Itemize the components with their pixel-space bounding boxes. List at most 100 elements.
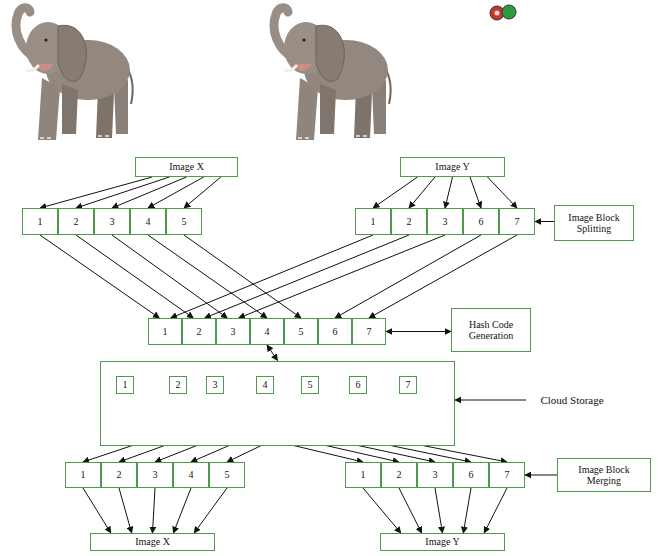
box-text: 6 bbox=[479, 216, 484, 228]
block-cell: 3 bbox=[417, 462, 453, 488]
flow-arrow bbox=[119, 446, 165, 463]
box-text: 5 bbox=[299, 326, 304, 338]
stored-block: 6 bbox=[349, 376, 367, 394]
box-text: 5 bbox=[308, 379, 313, 391]
box-text: 3 bbox=[110, 216, 115, 228]
box-text: Image X bbox=[169, 161, 204, 173]
block-cell: 3 bbox=[216, 318, 250, 345]
flow-arrow bbox=[535, 221, 554, 222]
box-text: 4 bbox=[189, 469, 194, 481]
elephant-photo bbox=[274, 8, 391, 140]
flow-arrow bbox=[76, 235, 193, 318]
box-text: 2 bbox=[117, 469, 122, 481]
block-cell: 2 bbox=[391, 208, 427, 235]
flow-arrow bbox=[173, 488, 191, 533]
box-text: Image Block Merging bbox=[560, 464, 648, 487]
block-cell: 4 bbox=[173, 462, 209, 488]
block-cell: 6 bbox=[463, 208, 499, 235]
box-text: 4 bbox=[146, 216, 151, 228]
cloud-storage-box: 1 2 3 4 5 6 7 bbox=[100, 361, 455, 446]
block-cell: 1 bbox=[65, 462, 101, 488]
box-text: 3 bbox=[433, 469, 438, 481]
flow-arrow bbox=[267, 345, 278, 361]
flow-arrow bbox=[409, 177, 435, 208]
flow-arrow bbox=[484, 488, 507, 533]
box-text: 7 bbox=[406, 379, 411, 391]
image-box: Image Y bbox=[380, 533, 505, 551]
flow-arrow bbox=[184, 177, 221, 208]
box-text: 7 bbox=[367, 326, 372, 338]
box-text: 1 bbox=[81, 469, 86, 481]
block-cell: 3 bbox=[137, 462, 173, 488]
flow-arrow bbox=[373, 177, 418, 208]
block-cell: 5 bbox=[209, 462, 245, 488]
box-text: 3 bbox=[213, 379, 218, 391]
flow-arrow bbox=[445, 177, 453, 208]
stored-block: 1 bbox=[116, 376, 134, 394]
flow-arrow bbox=[488, 177, 518, 208]
flow-arrow bbox=[148, 177, 204, 208]
block-cell: 7 bbox=[489, 462, 525, 488]
step-label-box: Image Block Splitting bbox=[554, 205, 634, 241]
block-cell: 1 bbox=[22, 208, 58, 235]
block-cell: 1 bbox=[355, 208, 391, 235]
step-label-box: Hash Code Generation bbox=[451, 308, 531, 352]
flow-arrow bbox=[525, 475, 557, 476]
flow-arrow bbox=[294, 446, 363, 463]
box-text: 3 bbox=[231, 326, 236, 338]
box-text: 5 bbox=[182, 216, 187, 228]
block-cell: 2 bbox=[101, 462, 137, 488]
flow-arrow bbox=[463, 488, 471, 533]
flow-arrow bbox=[155, 446, 197, 463]
stored-block: 2 bbox=[169, 376, 187, 394]
image-box: Image X bbox=[135, 157, 238, 177]
box-text: Image Block Splitting bbox=[557, 212, 631, 235]
flow-arrow bbox=[326, 446, 399, 463]
box-text: 5 bbox=[225, 469, 230, 481]
block-cell: 7 bbox=[499, 208, 535, 235]
flow-arrow bbox=[369, 235, 517, 318]
box-text: 1 bbox=[123, 379, 128, 391]
block-cell: 3 bbox=[94, 208, 130, 235]
flow-arrow bbox=[227, 446, 261, 463]
block-cell: 6 bbox=[453, 462, 489, 488]
box-text: 2 bbox=[176, 379, 181, 391]
stored-block: 3 bbox=[206, 376, 224, 394]
image-box: Image X bbox=[90, 533, 215, 551]
elephant-photo bbox=[16, 8, 133, 140]
flow-arrow bbox=[112, 235, 227, 318]
flow-arrow bbox=[239, 235, 445, 318]
box-text: 1 bbox=[361, 469, 366, 481]
flow-arrow bbox=[470, 177, 481, 208]
flow-arrow bbox=[399, 488, 422, 533]
watermark-logo bbox=[490, 5, 516, 20]
box-text: 4 bbox=[263, 379, 268, 391]
block-cell: 2 bbox=[381, 462, 417, 488]
flow-arrow bbox=[148, 235, 267, 318]
box-text: Image Y bbox=[425, 536, 459, 548]
flow-arrow bbox=[390, 446, 471, 463]
box-text: 6 bbox=[333, 326, 338, 338]
flow-arrow bbox=[119, 488, 132, 533]
box-text: 7 bbox=[515, 216, 520, 228]
block-cell: 5 bbox=[166, 208, 202, 235]
box-text: 2 bbox=[197, 326, 202, 338]
box-text: Image Y bbox=[435, 161, 469, 173]
flow-arrow bbox=[153, 488, 156, 533]
stored-block: 5 bbox=[301, 376, 319, 394]
box-text: Cloud Storage bbox=[540, 394, 603, 407]
box-text: 2 bbox=[397, 469, 402, 481]
block-cell: 7 bbox=[352, 318, 386, 345]
flow-arrow bbox=[191, 446, 229, 463]
flow-arrow bbox=[435, 488, 443, 533]
block-cell: 2 bbox=[58, 208, 94, 235]
flow-arrow bbox=[40, 235, 159, 318]
flow-arrow bbox=[455, 400, 526, 401]
box-text: 2 bbox=[74, 216, 79, 228]
flow-arrow bbox=[40, 177, 152, 208]
box-text: 2 bbox=[407, 216, 412, 228]
flow-arrow bbox=[83, 488, 111, 533]
box-text: 4 bbox=[265, 326, 270, 338]
flow-arrow bbox=[386, 331, 451, 332]
